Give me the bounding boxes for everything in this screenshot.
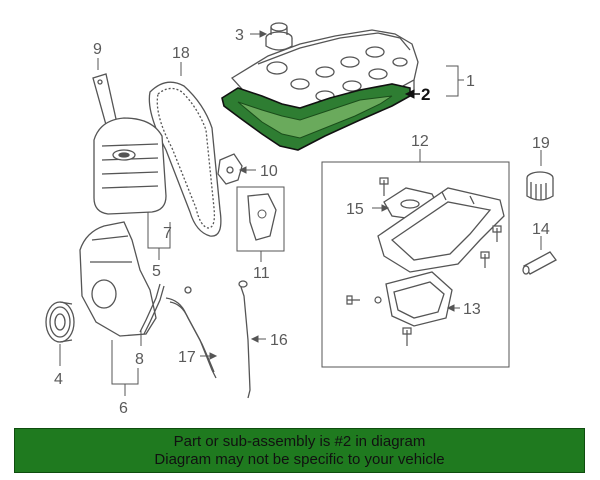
callout-12: 12 bbox=[411, 133, 429, 150]
sensor bbox=[522, 251, 557, 275]
callout-19: 19 bbox=[532, 135, 550, 152]
banner-line-disclaimer: Diagram may not be specific to your vehi… bbox=[154, 451, 445, 468]
upper-oil-pan bbox=[377, 187, 505, 273]
tensioner-box bbox=[236, 186, 285, 252]
pan-bolts bbox=[346, 177, 502, 346]
callout-16: 16 bbox=[270, 332, 288, 349]
oil-filter bbox=[526, 171, 554, 201]
callout-17: 17 bbox=[178, 349, 196, 366]
callout-10: 10 bbox=[260, 163, 278, 180]
dipstick-tube bbox=[165, 286, 217, 379]
coolant-pipe bbox=[139, 283, 165, 335]
callout-9: 9 bbox=[93, 41, 102, 58]
callout-11: 11 bbox=[253, 265, 270, 282]
callout-13: 13 bbox=[463, 301, 481, 318]
callout-1: 1 bbox=[466, 73, 475, 90]
callout-18: 18 bbox=[172, 45, 190, 62]
bracket bbox=[217, 153, 243, 185]
valve-cover-gasket-highlighted bbox=[221, 83, 411, 151]
upper-timing-cover bbox=[93, 117, 167, 215]
callout-2: 2 bbox=[421, 85, 430, 104]
leader-lines bbox=[59, 30, 542, 396]
timing-belt bbox=[148, 81, 222, 237]
oil-filler-cap bbox=[265, 22, 293, 51]
banner-line-part: Part or sub-assembly is #2 in diagram bbox=[173, 433, 426, 450]
dipstick bbox=[238, 280, 251, 399]
callout-numbers: 1 2 3 4 5 6 7 8 9 10 11 12 13 14 15 16 1… bbox=[54, 27, 550, 417]
lower-oil-pan bbox=[385, 271, 453, 327]
callout-6: 6 bbox=[119, 400, 128, 417]
callout-14: 14 bbox=[532, 221, 550, 238]
callout-5: 5 bbox=[152, 263, 161, 280]
callout-8: 8 bbox=[135, 351, 144, 368]
callout-7: 7 bbox=[163, 225, 172, 242]
lower-timing-cover bbox=[79, 221, 157, 337]
callout-15: 15 bbox=[346, 201, 364, 218]
part-info-banner: Part or sub-assembly is #2 in diagram Di… bbox=[14, 428, 585, 473]
callout-3: 3 bbox=[235, 27, 244, 44]
callout-4: 4 bbox=[54, 371, 63, 388]
crankshaft-pulley bbox=[45, 301, 75, 343]
